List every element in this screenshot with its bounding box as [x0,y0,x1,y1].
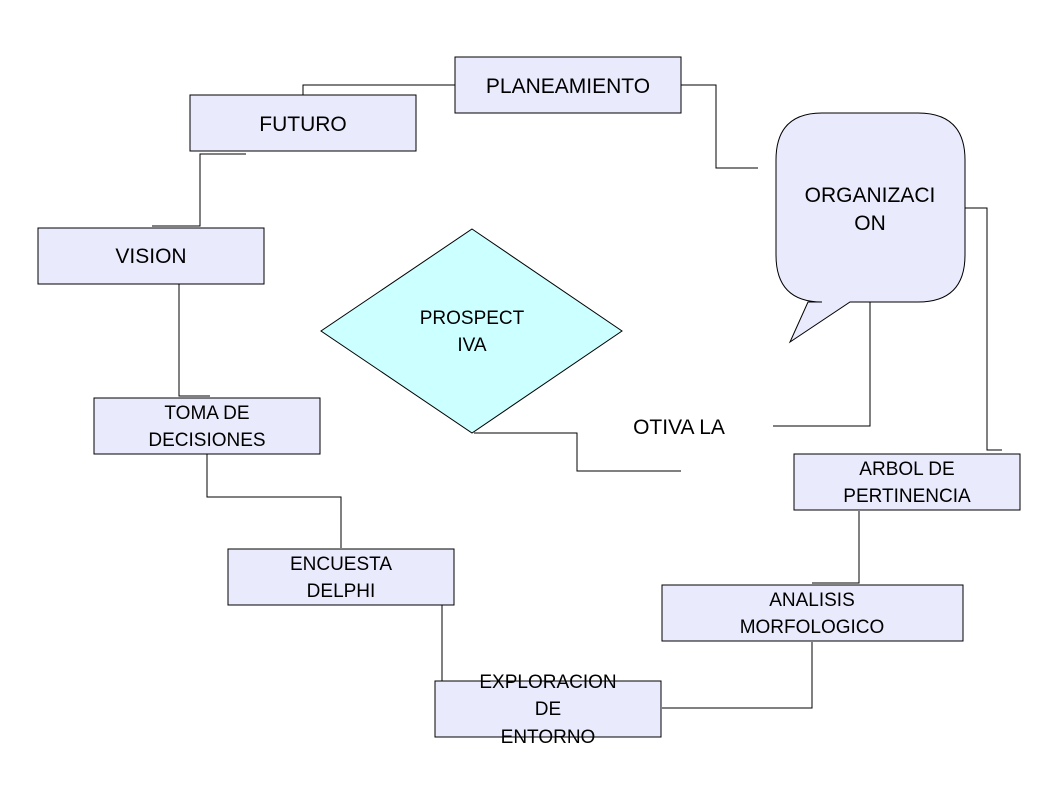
node-encuesta-label-1: ENCUESTA [290,554,392,575]
connector-planeamiento-futuro [302,84,455,96]
node-planeamiento-label: PLANEAMIENTO [486,75,650,98]
node-vision-label: VISION [115,245,186,268]
node-encuesta-label-2: DELPHI [307,581,376,602]
node-organizacion-label-2: ON [854,212,886,235]
connector-planeamiento-organizacion [681,84,758,169]
node-exploracion-label-3: ENTORNO [501,727,596,748]
node-prospectiva-diamond: PROSPECT IVA [320,228,623,434]
connector-futuro-vision [152,153,246,227]
connector-organizacion-floating [773,302,871,427]
node-planeamiento: PLANEAMIENTO [454,56,682,114]
node-prospectiva-label-2: IVA [457,335,487,356]
node-futuro-label: FUTURO [259,113,347,136]
node-arbol-label-2: PERTINENCIA [843,486,971,507]
node-toma-label-1: TOMA DE [164,403,249,424]
floating-text-otiva-la: OTIVA LA [633,416,725,439]
node-exploracion-label-2: DE [535,699,561,720]
node-exploracion-label-1: EXPLORACION [479,672,616,693]
node-analisis-morfologico: ANALISIS MORFOLOGICO [661,584,964,642]
node-vision: VISION [37,227,265,285]
connector-analisis-arbol [812,511,860,584]
node-prospectiva-label-1: PROSPECT [420,308,525,329]
node-arbol-label-1: ARBOL DE [859,459,954,480]
node-exploracion-entorno: EXPLORACION DE ENTORNO [434,672,662,748]
node-organizacion-callout: ORGANIZACI ON [775,112,966,344]
connector-toma-encuesta [206,454,342,548]
connector-organizacion-arbol [965,207,1002,451]
connectors [152,84,1002,709]
node-arbol-pertinencia: ARBOL DE PERTINENCIA [793,453,1021,511]
connector-exploracion-analisis [662,642,813,709]
connector-prospectiva-floating [474,432,681,472]
node-encuesta-delphi: ENCUESTA DELPHI [227,548,455,606]
node-organizacion-label-1: ORGANIZACI [805,184,936,207]
node-toma-decisiones: TOMA DE DECISIONES [93,397,321,455]
node-toma-label-2: DECISIONES [148,430,265,451]
node-analisis-label-2: MORFOLOGICO [740,617,885,638]
connector-vision-toma [178,283,210,397]
node-futuro: FUTURO [189,94,417,152]
node-analisis-label-1: ANALISIS [769,590,855,611]
